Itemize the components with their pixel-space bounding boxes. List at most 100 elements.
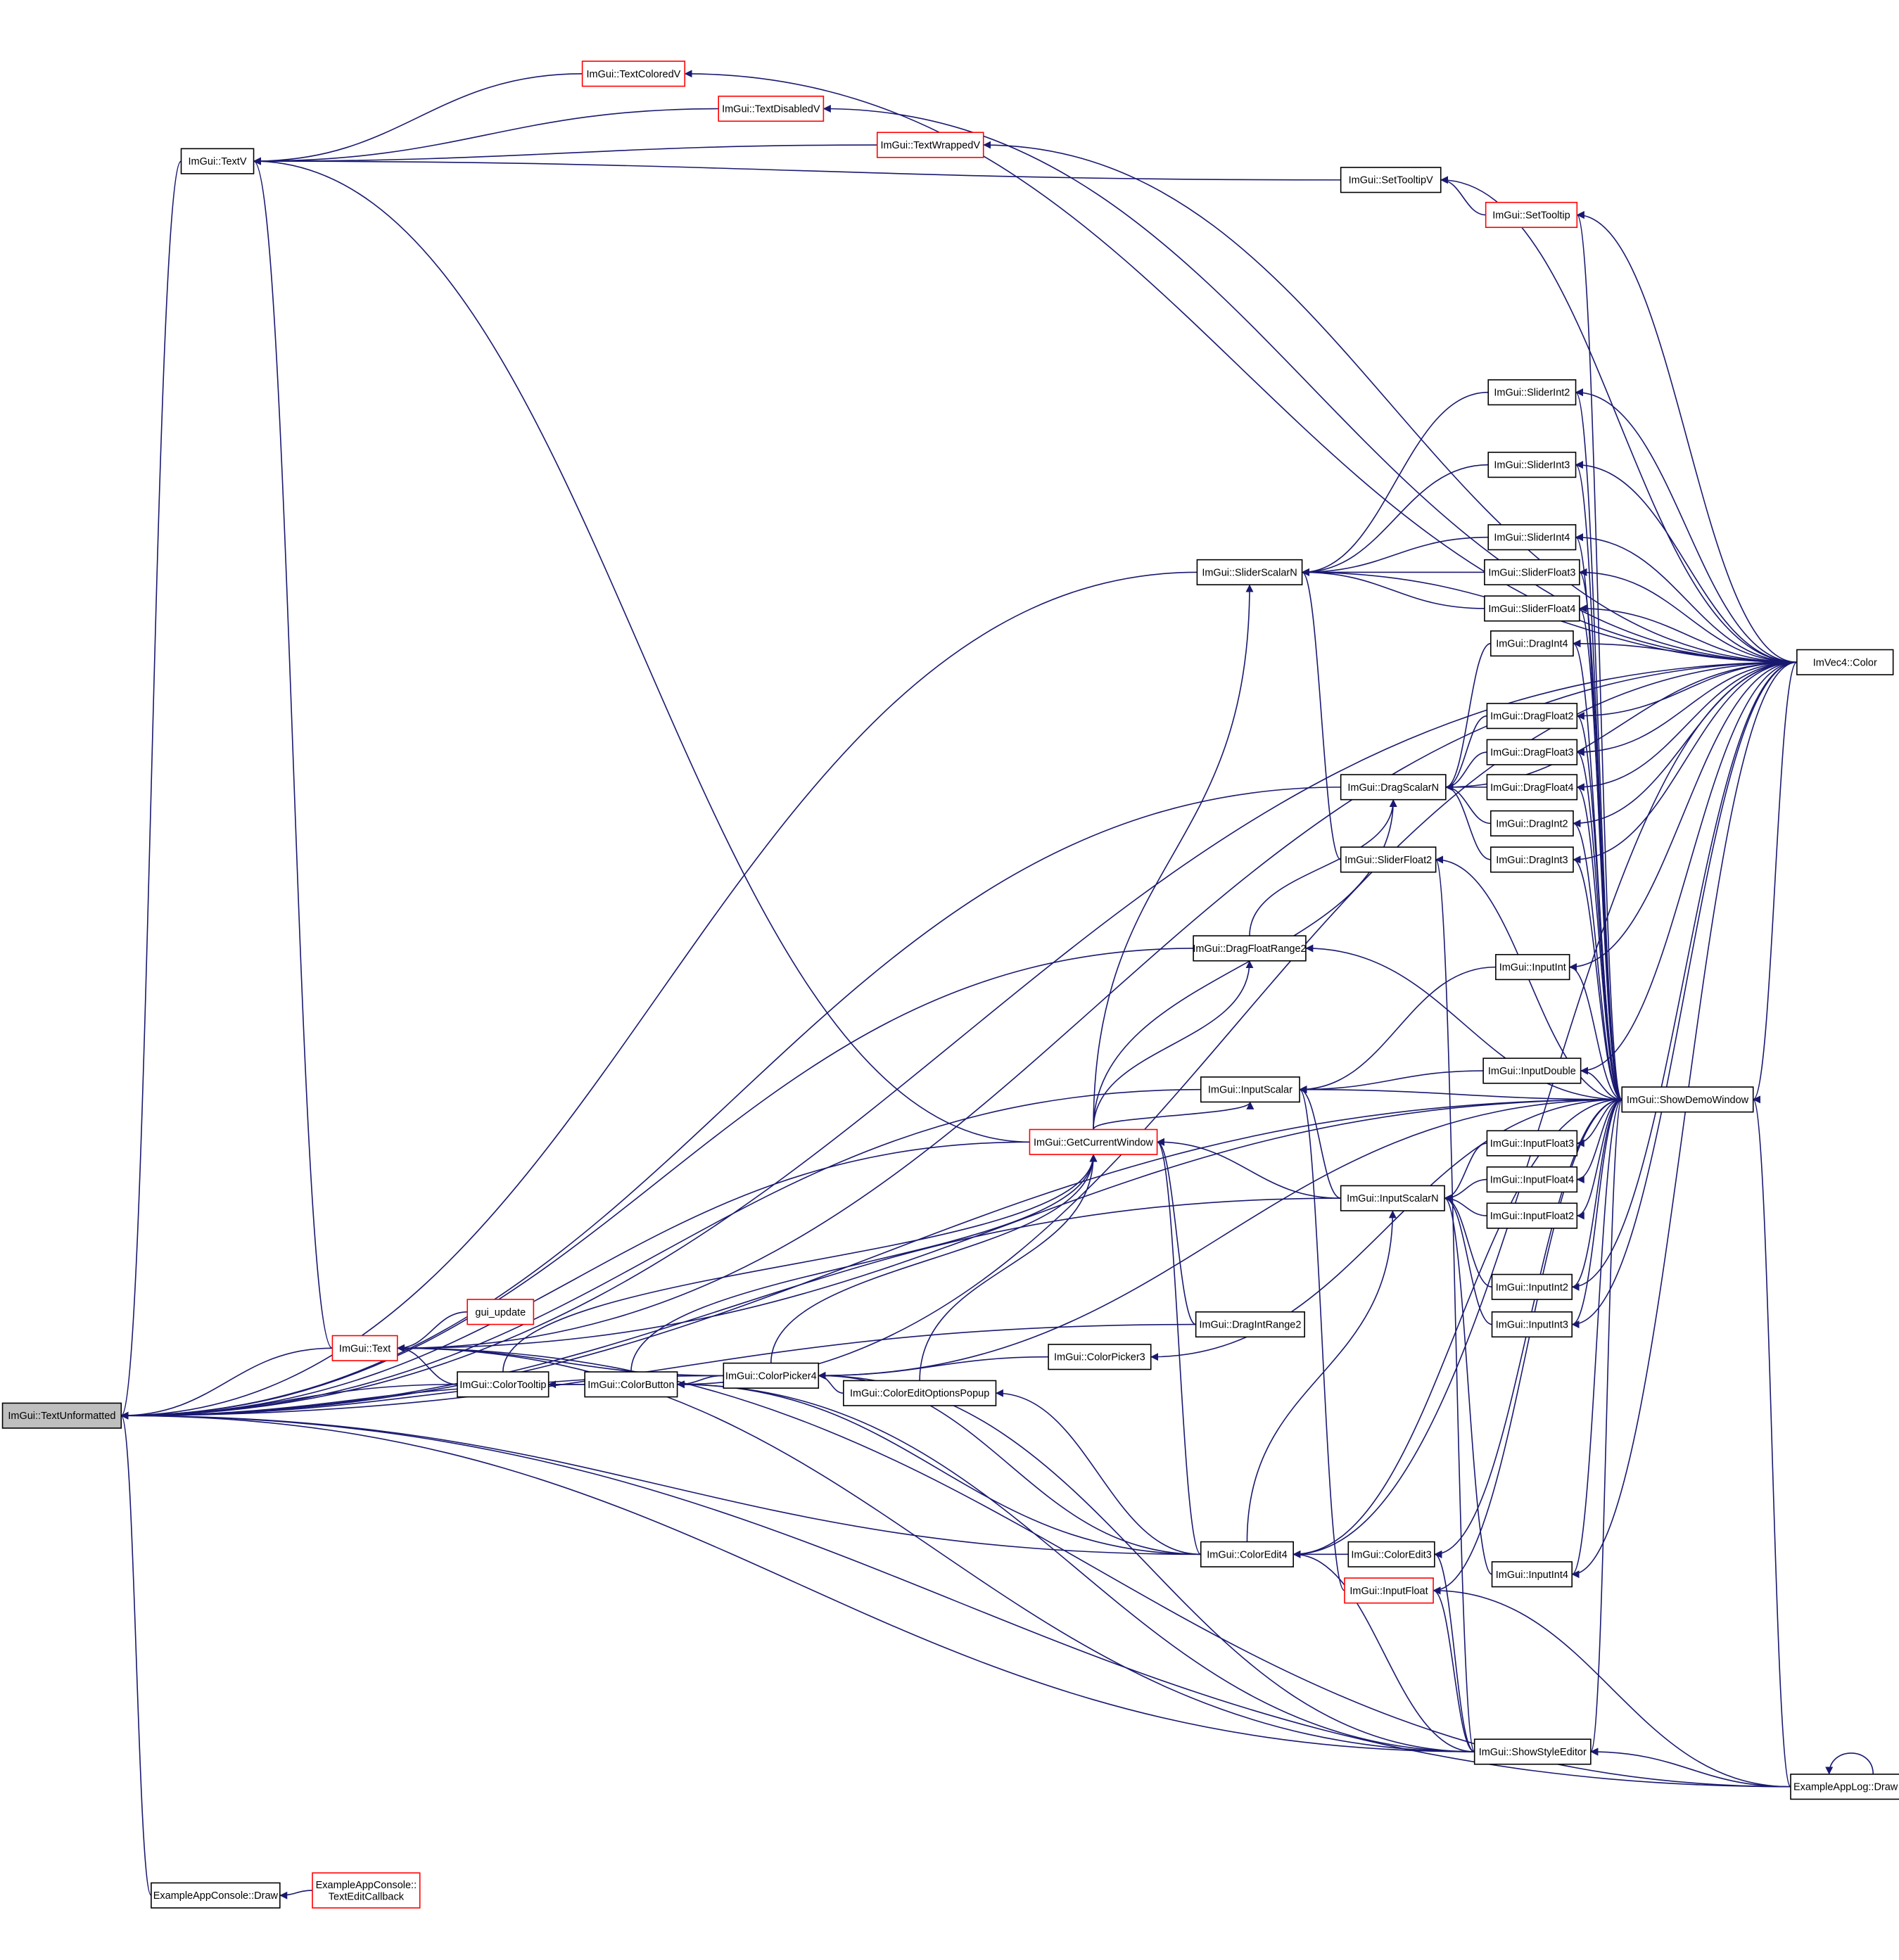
node-ColorEdit3[interactable]: ImGui::ColorEdit3	[1347, 1541, 1435, 1567]
node-TextUnformatted[interactable]: ImGui::TextUnformatted	[1, 1402, 122, 1429]
node-box-InputFloat4	[1486, 1166, 1578, 1193]
node-box-SliderFloat3	[1484, 559, 1580, 585]
node-ColorTooltip[interactable]: ImGui::ColorTooltip	[457, 1371, 550, 1398]
edge-ShowDemoWindow-to-InputInt3	[1571, 1099, 1622, 1328]
node-DragFloat4[interactable]: ImGui::DragFloat4	[1486, 774, 1578, 801]
node-label-SetTooltipV: ImGui::SetTooltipV	[1349, 175, 1433, 186]
node-DragIntRange2[interactable]: ImGui::DragIntRange2	[1195, 1311, 1305, 1338]
node-label-ColorButton: ImGui::ColorButton	[588, 1380, 674, 1391]
node-InputScalar[interactable]: ImGui::InputScalar	[1200, 1076, 1300, 1103]
node-box-InputDouble	[1482, 1057, 1582, 1084]
edge-TextDisabledV-to-TextV	[253, 108, 719, 165]
node-InputFloat2[interactable]: ImGui::InputFloat2	[1486, 1202, 1578, 1229]
edge-ShowDemoWindow-to-InputFloat3	[1576, 1099, 1622, 1147]
node-ShowStyleEditor[interactable]: ImGui::ShowStyleEditor	[1473, 1738, 1592, 1765]
node-ShowDemoWindow[interactable]: ImGui::ShowDemoWindow	[1621, 1086, 1754, 1113]
node-DragScalarN[interactable]: ImGui::DragScalarN	[1340, 774, 1447, 801]
node-InputInt3[interactable]: ImGui::InputInt3	[1491, 1311, 1573, 1338]
node-label-ShowDemoWindow: ImGui::ShowDemoWindow	[1627, 1095, 1749, 1106]
node-SliderFloat3[interactable]: ImGui::SliderFloat3	[1484, 559, 1580, 585]
node-ColorPicker4[interactable]: ImGui::ColorPicker4	[723, 1362, 820, 1389]
node-SliderFloat2[interactable]: ImGui::SliderFloat2	[1340, 846, 1437, 873]
node-label-ColorEditOptionsPopup: ImGui::ColorEditOptionsPopup	[850, 1388, 989, 1399]
node-InputScalarN[interactable]: ImGui::InputScalarN	[1340, 1185, 1445, 1211]
node-label-gui_update: gui_update	[475, 1307, 526, 1318]
node-TextEditCallback[interactable]: ExampleAppConsole::TextEditCallback	[312, 1872, 421, 1909]
node-label-SliderFloat3: ImGui::SliderFloat3	[1488, 567, 1575, 578]
edge-ExampleAppLogDraw-to-TextUnformatted	[120, 1411, 1791, 1788]
node-ExampleAppConsoleDraw[interactable]: ExampleAppConsole::Draw	[151, 1882, 281, 1909]
node-DragFloat3[interactable]: ImGui::DragFloat3	[1486, 739, 1578, 765]
node-label-TextDisabledV: ImGui::TextDisabledV	[722, 104, 820, 115]
node-gui_update[interactable]: gui_update	[466, 1299, 535, 1325]
node-Text[interactable]: ImGui::Text	[331, 1335, 398, 1361]
node-ColorEditOptionsPopup[interactable]: ImGui::ColorEditOptionsPopup	[843, 1380, 997, 1406]
node-TextWrappedV[interactable]: ImGui::TextWrappedV	[876, 132, 984, 158]
node-TextV[interactable]: ImGui::TextV	[180, 148, 255, 174]
edge-ImVec4Color-to-InputInt4	[1571, 661, 1797, 1579]
node-box-InputFloat	[1344, 1577, 1434, 1604]
node-ExampleAppLogDraw[interactable]: ExampleAppLog::Draw	[1790, 1774, 1899, 1800]
node-box-DragFloat2	[1486, 703, 1578, 730]
node-box-TextV	[180, 148, 255, 174]
node-InputInt2[interactable]: ImGui::InputInt2	[1491, 1273, 1573, 1300]
edge-ImVec4Color-to-DragInt3	[1573, 661, 1797, 864]
edge-ShowDemoWindow-to-ColorPicker3	[1150, 1099, 1622, 1361]
node-label-SliderFloat2: ImGui::SliderFloat2	[1345, 855, 1432, 866]
edge-ColorEdit4-to-ColorEditOptionsPopup	[995, 1389, 1201, 1555]
node-SliderInt4[interactable]: ImGui::SliderInt4	[1487, 524, 1577, 551]
node-SetTooltipV[interactable]: ImGui::SetTooltipV	[1340, 167, 1442, 193]
node-box-ShowStyleEditor	[1473, 1738, 1592, 1765]
node-GetCurrentWindow[interactable]: ImGui::GetCurrentWindow	[1029, 1128, 1158, 1155]
node-SliderInt2[interactable]: ImGui::SliderInt2	[1487, 379, 1577, 406]
node-InputInt4[interactable]: ImGui::InputInt4	[1491, 1561, 1573, 1588]
node-TextDisabledV[interactable]: ImGui::TextDisabledV	[718, 95, 825, 122]
node-box-SetTooltipV	[1340, 167, 1442, 193]
edge-ShowStyleEditor-to-ColorButton	[677, 1380, 1475, 1752]
edge-InputInt2-to-InputScalarN	[1444, 1194, 1492, 1288]
edge-SetTooltip-to-SetTooltipV	[1440, 176, 1486, 216]
edge-ShowDemoWindow-to-InputScalar	[1299, 1086, 1622, 1100]
node-box-DragScalarN	[1340, 774, 1447, 801]
edge-ImVec4Color-to-SliderInt4	[1575, 533, 1797, 663]
node-DragInt2[interactable]: ImGui::DragInt2	[1490, 810, 1574, 836]
node-label-TextWrappedV: ImGui::TextWrappedV	[880, 140, 980, 151]
edge-layer	[120, 70, 1874, 1899]
edge-ImVec4Color-to-ShowDemoWindow	[1753, 661, 1798, 1104]
node-ColorButton[interactable]: ImGui::ColorButton	[584, 1371, 678, 1398]
node-DragFloatRange2[interactable]: ImGui::DragFloatRange2	[1193, 935, 1307, 962]
node-ImVec4Color[interactable]: ImVec4::Color	[1796, 649, 1894, 675]
edge-ColorPicker4-to-GetCurrentWindow	[770, 1154, 1098, 1363]
edge-ImVec4Color-to-DragFloat4	[1576, 661, 1797, 791]
node-box-ColorPicker4	[723, 1362, 820, 1389]
node-SetTooltip[interactable]: ImGui::SetTooltip	[1485, 201, 1578, 229]
edge-ImVec4Color-to-DragInt4	[1573, 639, 1797, 663]
node-InputInt[interactable]: ImGui::InputInt	[1495, 954, 1570, 981]
node-box-ColorEdit4	[1200, 1541, 1294, 1567]
edge-SetTooltipV-to-TextV	[253, 157, 1341, 181]
node-SliderFloat4[interactable]: ImGui::SliderFloat4	[1484, 595, 1580, 622]
node-box-InputInt3	[1491, 1311, 1573, 1338]
edge-SliderInt3-to-SliderScalarN	[1302, 464, 1489, 576]
node-SliderInt3[interactable]: ImGui::SliderInt3	[1487, 452, 1577, 478]
edge-ShowDemoWindow-to-InputInt4	[1571, 1099, 1622, 1579]
edge-ShowDemoWindow-to-ColorEdit4	[1293, 1099, 1622, 1558]
node-InputFloat[interactable]: ImGui::InputFloat	[1344, 1577, 1434, 1604]
node-ColorEdit4[interactable]: ImGui::ColorEdit4	[1200, 1541, 1294, 1567]
node-box-SliderFloat2	[1340, 846, 1437, 873]
node-box-DragInt2	[1490, 810, 1574, 836]
node-InputDouble[interactable]: ImGui::InputDouble	[1482, 1057, 1582, 1084]
edge-GetCurrentWindow-to-TextUnformatted	[120, 1141, 1030, 1420]
edge-GetCurrentWindow-to-InputScalar	[1093, 1101, 1255, 1130]
node-TextColoredV[interactable]: ImGui::TextColoredV	[581, 61, 686, 87]
node-DragInt4[interactable]: ImGui::DragInt4	[1490, 630, 1574, 657]
node-InputFloat3[interactable]: ImGui::InputFloat3	[1486, 1130, 1578, 1157]
node-label-DragIntRange2: ImGui::DragIntRange2	[1199, 1320, 1301, 1331]
node-SliderScalarN[interactable]: ImGui::SliderScalarN	[1196, 559, 1303, 585]
node-box-GetCurrentWindow	[1029, 1128, 1158, 1155]
node-InputFloat4[interactable]: ImGui::InputFloat4	[1486, 1166, 1578, 1193]
node-DragFloat2[interactable]: ImGui::DragFloat2	[1486, 703, 1578, 730]
node-ColorPicker3[interactable]: ImGui::ColorPicker3	[1048, 1344, 1152, 1370]
node-DragInt3[interactable]: ImGui::DragInt3	[1490, 846, 1574, 873]
node-box-TextDisabledV	[718, 95, 825, 122]
